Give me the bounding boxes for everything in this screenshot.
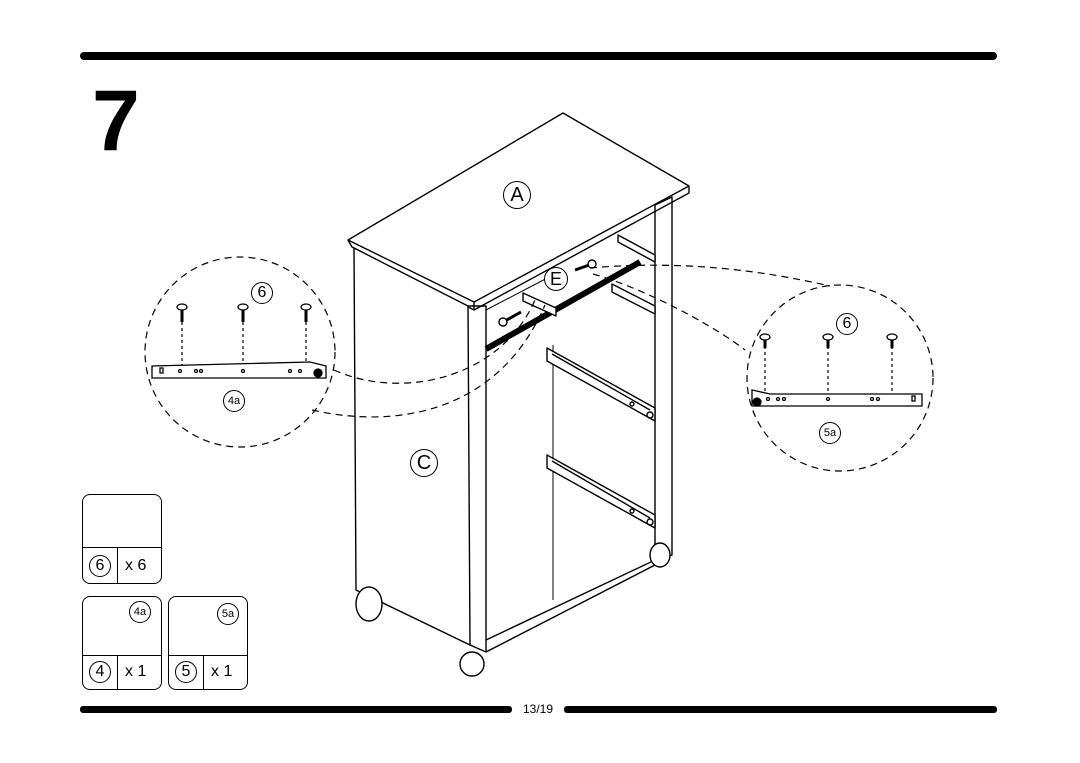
left-callout-screw-ref: 6 bbox=[251, 282, 273, 304]
parts-box-left-rail-ref-text: 4 bbox=[95, 663, 105, 680]
parts-box-screw: 6 x 6 bbox=[82, 494, 162, 584]
callout-screw bbox=[759, 333, 771, 348]
parts-box-screw-qty: x 6 bbox=[125, 557, 147, 574]
cabinet-side-left bbox=[353, 247, 487, 653]
parts-box-screw-ref-text: 6 bbox=[95, 557, 105, 574]
part-label-side: C bbox=[410, 449, 438, 477]
cabinet-screw bbox=[574, 259, 597, 272]
parts-box-left-rail-qty: x 1 bbox=[125, 663, 147, 680]
cabinet-side-right bbox=[654, 196, 673, 561]
parts-box-left-rail-ref: 4 bbox=[89, 661, 111, 683]
callout-screw bbox=[237, 303, 249, 322]
callout-screw bbox=[300, 303, 312, 322]
left-callout-rail-label-text: 4a bbox=[227, 395, 241, 407]
parts-box-right-rail-qty: x 1 bbox=[211, 663, 233, 680]
parts-box-right-rail-ref: 5 bbox=[175, 661, 197, 683]
top-rule bbox=[80, 52, 997, 60]
parts-box-right-rail: 5a 5 x 1 bbox=[168, 596, 248, 690]
right-callout-circle bbox=[746, 284, 934, 472]
callout-screw bbox=[822, 333, 834, 348]
right-callout-rail-label-text: 5a bbox=[823, 427, 837, 439]
right-callout-screw-ref-text: 6 bbox=[842, 315, 852, 332]
bottom-rule-left bbox=[80, 706, 512, 713]
part-label-top: A bbox=[503, 181, 531, 209]
parts-box-left-rail: 4a 4 x 1 bbox=[82, 596, 162, 690]
parts-box-right-rail-ref-text: 5 bbox=[181, 663, 191, 680]
right-rail-5a bbox=[751, 389, 923, 407]
parts-box-left-rail-label: 4a bbox=[129, 601, 151, 623]
parts-box-left-rail-label-text: 4a bbox=[133, 606, 147, 618]
bottom-rule-right bbox=[564, 706, 997, 713]
cabinet-screw bbox=[498, 310, 522, 327]
part-label-side-text: C bbox=[416, 451, 432, 474]
part-label-rail-text: E bbox=[549, 268, 562, 289]
part-label-top-text: A bbox=[510, 183, 524, 206]
right-callout-screw-ref: 6 bbox=[836, 313, 858, 335]
parts-box-right-rail-label-text: 5a bbox=[221, 608, 235, 620]
page-number: 13/19 bbox=[522, 702, 554, 716]
left-callout-rail-label: 4a bbox=[223, 390, 245, 412]
callout-screw bbox=[886, 333, 898, 348]
parts-box-right-rail-label: 5a bbox=[217, 603, 239, 625]
parts-box-screw-ref: 6 bbox=[89, 555, 111, 577]
right-callout-rail-label: 5a bbox=[819, 422, 841, 444]
left-callout-circle bbox=[144, 256, 336, 448]
part-label-rail: E bbox=[544, 267, 568, 291]
callout-screw bbox=[176, 303, 188, 322]
left-callout-screw-ref-text: 6 bbox=[257, 284, 267, 301]
step-number: 7 bbox=[92, 73, 140, 169]
left-rail-4a bbox=[151, 361, 327, 379]
